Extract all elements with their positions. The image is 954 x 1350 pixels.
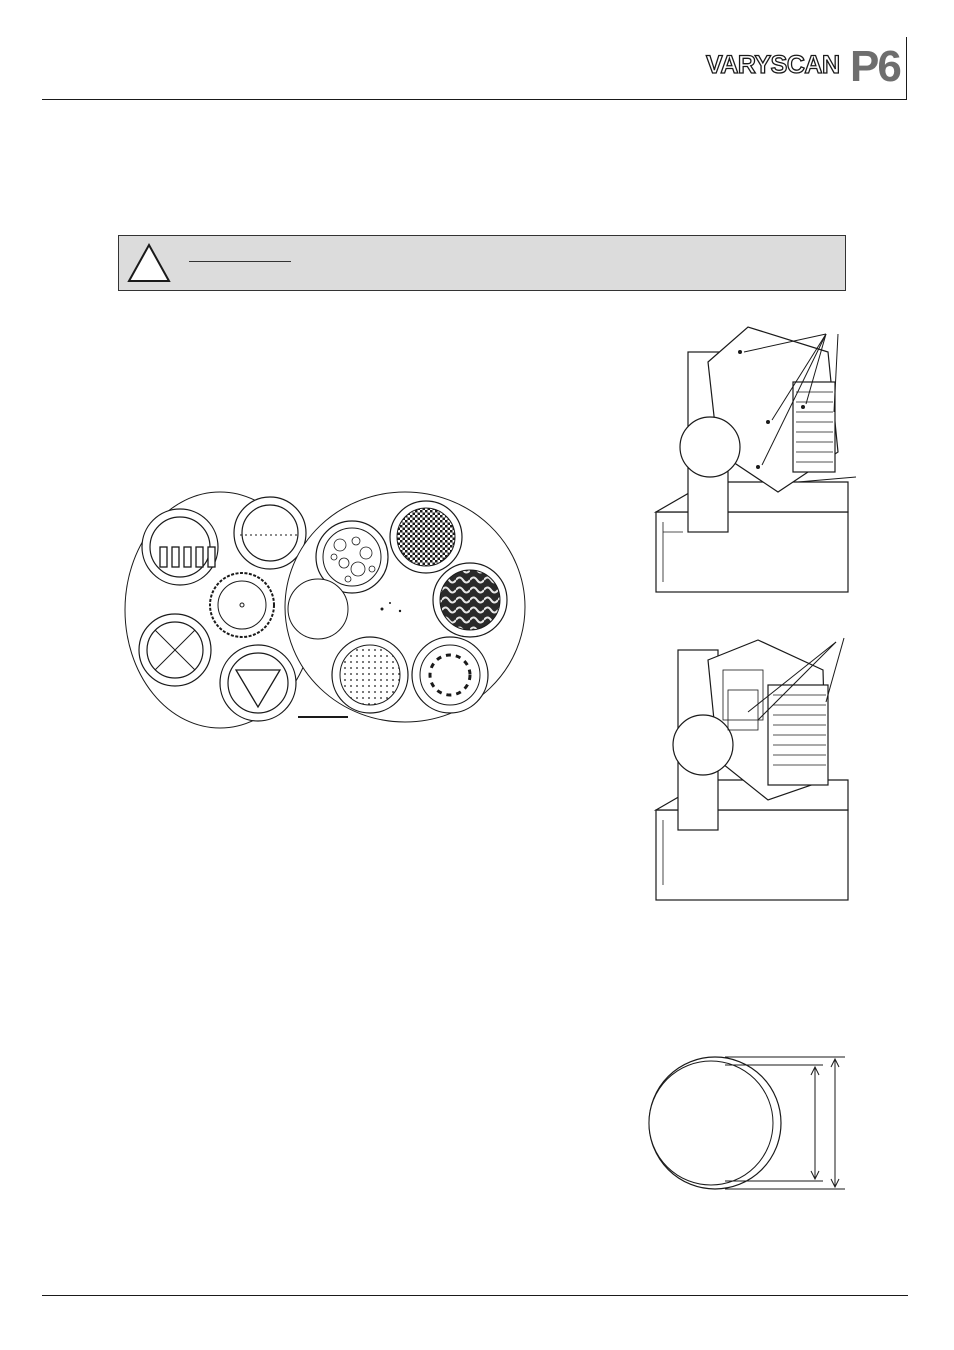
brand-logo: VARYSCAN P6 [705, 42, 902, 92]
gobo-dimension-drawing [648, 1056, 845, 1190]
warning-box [118, 235, 846, 291]
logo-brand-text: VARYSCAN [705, 50, 840, 79]
logo-model-text: P6 [850, 42, 902, 91]
warning-heading-rule [189, 261, 291, 262]
gobo-wheels-drawing [124, 491, 526, 729]
header-rule [42, 99, 906, 100]
warning-triangle-icon [127, 242, 171, 282]
header-corner-rule [906, 37, 907, 100]
fixture-head-open-drawing [653, 637, 849, 901]
footer-rule [42, 1295, 908, 1296]
fixture-head-closed-drawing [653, 326, 857, 593]
